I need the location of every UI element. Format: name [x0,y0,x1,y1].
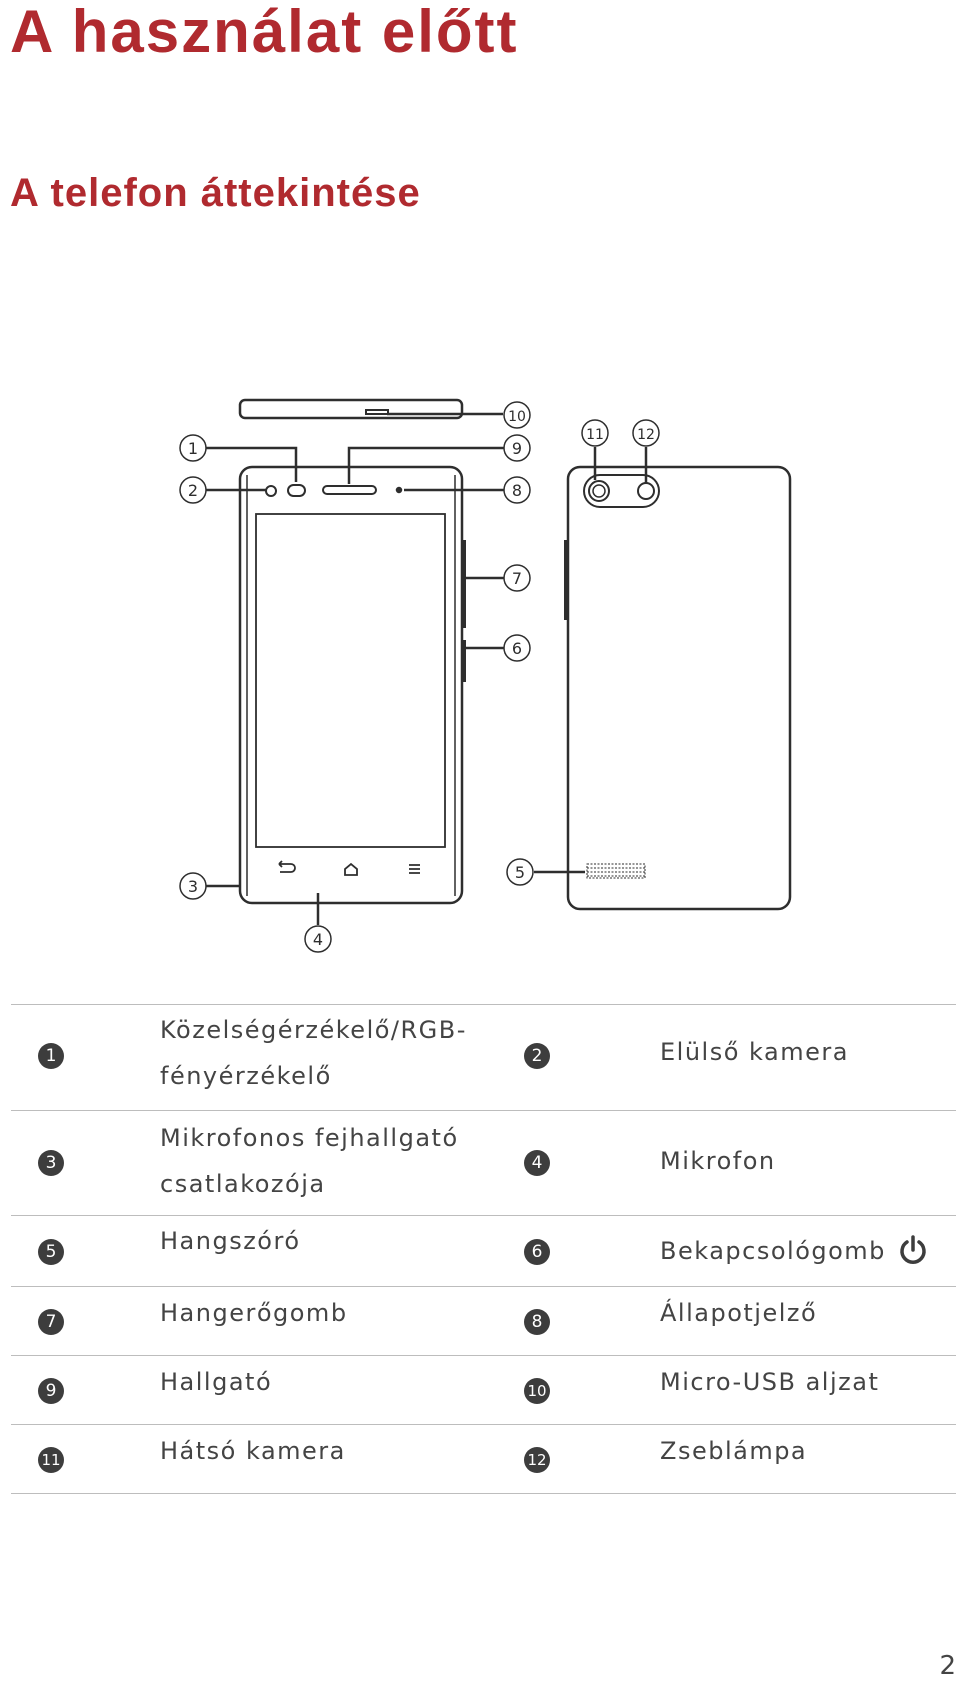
callout-5: 5 [506,858,534,886]
legend-row: 1 Közelségérzékelő/RGB- fényérzékelő 2 E… [11,1004,956,1110]
legend-label: Zseblámpa [660,1437,808,1465]
legend-label: Mikrofonos fejhallgató [160,1124,459,1152]
legend-label: Mikrofon [660,1147,776,1175]
volume-key [462,540,466,628]
speaker-grille [586,863,646,879]
legend-row: 11 Hátsó kamera 12 Zseblámpa [11,1424,956,1494]
legend-row: 5 Hangszóró 6 Bekapcsológomb [11,1215,956,1286]
callout-4: 4 [304,925,332,953]
legend-row: 7 Hangerőgomb 8 Állapotjelző [11,1286,956,1355]
callout-2: 2 [179,476,207,504]
phone-overview-diagram: 1 2 3 4 5 6 7 8 9 10 11 12 [179,398,792,953]
callout-1: 1 [179,434,207,462]
legend-number: 1 [38,1043,64,1069]
callout-12: 12 [632,419,660,447]
legend-row: 3 Mikrofonos fejhallgató csatlakozója 4 … [11,1110,956,1215]
rear-camera [588,480,610,502]
phone-back-body [566,465,792,911]
legend-number: 3 [38,1150,64,1176]
svg-text:10: 10 [508,409,526,425]
legend-number: 11 [38,1447,64,1473]
phone-front-body [238,465,464,905]
legend-number: 5 [38,1239,64,1265]
legend-label: Állapotjelző [660,1299,818,1327]
proximity-sensor [287,484,306,497]
svg-text:11: 11 [586,427,604,443]
legend-row: 9 Hallgató 10 Micro-USB aljzat [11,1355,956,1424]
callout-11: 11 [581,419,609,447]
svg-text:7: 7 [512,569,522,588]
power-key [462,640,466,682]
front-camera [265,485,277,497]
callout-8: 8 [503,476,531,504]
usb-port [365,409,389,415]
svg-text:9: 9 [512,439,522,458]
legend-label-cont: fényérzékelő [160,1062,332,1090]
legend-label-cont: csatlakozója [160,1170,326,1198]
page-title: A használat előtt [10,0,519,65]
legend-label: Elülső kamera [660,1038,849,1066]
svg-text:4: 4 [313,930,323,949]
legend-table: 1 Közelségérzékelő/RGB- fényérzékelő 2 E… [11,1004,956,1494]
callout-10: 10 [503,401,531,429]
power-icon [900,1235,926,1264]
legend-label: Hallgató [160,1368,273,1396]
svg-text:8: 8 [512,481,522,500]
legend-number: 2 [524,1043,550,1069]
legend-number: 10 [524,1378,550,1404]
legend-number: 4 [524,1150,550,1176]
earpiece [322,485,377,495]
svg-text:2: 2 [188,481,198,500]
home-key [344,862,358,876]
phone-top-edge [238,398,464,420]
legend-label: Hangszóró [160,1227,301,1255]
callout-3: 3 [179,872,207,900]
legend-label: Hátsó kamera [160,1437,346,1465]
section-title: A telefon áttekintése [10,171,421,215]
legend-number: 12 [524,1447,550,1473]
callout-9: 9 [503,434,531,462]
svg-text:1: 1 [188,439,198,458]
svg-text:5: 5 [515,863,525,882]
back-key [278,860,296,873]
legend-label: Micro-USB aljzat [660,1368,880,1396]
phone-screen [255,513,446,848]
callout-badges: 1 2 3 4 5 6 7 8 9 10 11 12 [179,401,660,953]
legend-label: Közelségérzékelő/RGB- [160,1016,467,1044]
svg-text:3: 3 [188,877,198,896]
legend-label: Hangerőgomb [160,1299,348,1327]
svg-text:12: 12 [637,427,655,443]
callout-7: 7 [503,564,531,592]
svg-text:6: 6 [512,639,522,658]
camera-module [583,474,660,508]
legend-number: 8 [524,1309,550,1335]
legend-label: Bekapcsológomb [660,1237,886,1265]
callout-6: 6 [503,634,531,662]
status-light [395,486,403,494]
legend-number: 9 [38,1378,64,1404]
page-number: 2 [939,1651,956,1681]
legend-number: 6 [524,1239,550,1265]
legend-number: 7 [38,1309,64,1335]
menu-key [409,864,420,874]
flash [637,482,655,500]
